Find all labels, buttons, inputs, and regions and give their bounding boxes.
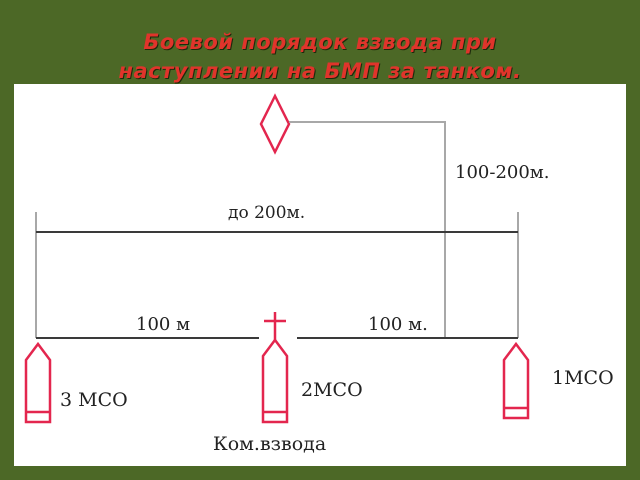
diagram-panel: 100-200м. до 200м. 100 м 100 м. 3 МСО 2М… [14,84,626,466]
right-interval-label: 100 м. [368,314,428,335]
bmp-icon [24,341,52,424]
slide-title: Боевой порядок взвода при наступлении на… [0,28,640,86]
slide-title-line-2: наступлении на БМП за танком. [118,59,522,84]
tank-icon [259,93,291,155]
unit-1-mso-label: 1МСО [552,367,614,389]
unit-3-mso-label: 3 МСО [60,389,128,411]
bmp-icon [261,337,289,424]
unit-2-mso: 2МСО [261,312,363,424]
slide-title-line-1: Боевой порядок взвода при [143,30,497,55]
tank-distance-line [289,121,446,337]
tank-distance-label: 100-200м. [455,162,550,183]
commander-cross-icon [264,312,286,340]
unit-2-mso-label: 2МСО [301,379,363,401]
left-interval-label: 100 м [136,314,190,335]
front-width-label: до 200м. [228,203,305,223]
commander-label: Ком.взвода [213,433,326,455]
battle-order-diagram: 100-200м. до 200м. 100 м 100 м. 3 МСО 2М… [24,93,614,455]
unit-1-mso: 1МСО [502,341,614,420]
unit-3-mso: 3 МСО [24,341,128,424]
